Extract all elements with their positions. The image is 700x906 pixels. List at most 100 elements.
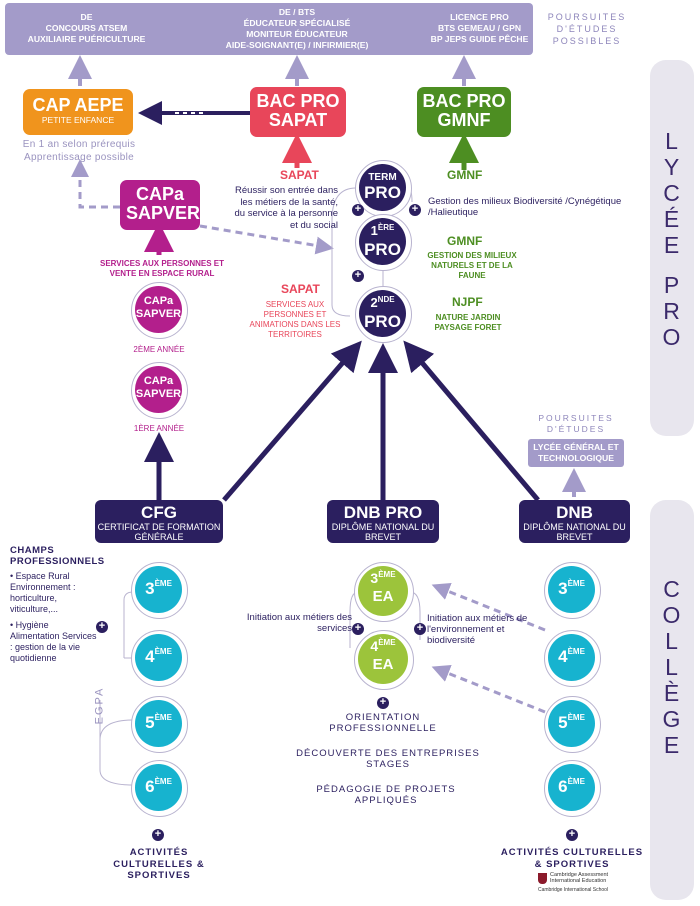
college-label: C O L L È G E (650, 576, 694, 758)
second-pro-num: 2 (370, 295, 378, 310)
arrow-cfg-to-pro (222, 340, 362, 502)
cap-aepe-title: CAP AEPE (32, 95, 124, 115)
dnb-3eme-circle: 3ÈME (548, 566, 595, 613)
pedagogie: PÉDAGOGIE DE PROJETS APPLIQUÉS (316, 784, 456, 806)
dnb-6eme-circle: 6ÈME (548, 764, 595, 811)
lycee-letter: E (663, 232, 681, 258)
top-center-line3: MONITEUR ÉDUCATEUR (246, 29, 348, 39)
cfg-5eme-label: 5ÈME (135, 713, 182, 733)
gmnf-desc-1: Gestion des milieux Biodiversité /Cynégé… (428, 196, 622, 218)
second-pro-sup: NDE (377, 295, 395, 304)
bac-sapat-title: BAC PRO SAPAT (256, 91, 340, 130)
cfg-title: CFG (141, 503, 177, 522)
plus-icon: + (414, 623, 426, 635)
grade-num: 4 (370, 638, 379, 654)
grade-sup: ÈME (154, 713, 172, 722)
cfg-4eme-label: 4ÈME (135, 647, 182, 667)
cfg-6eme-circle: 6ÈME (135, 764, 182, 811)
sapat-desc-1: Réussir son entrée dans les métiers de l… (234, 185, 338, 231)
year1-label: 1ÈRE ANNÉE (133, 424, 185, 433)
cfg-3eme-label: 3ÈME (135, 579, 182, 599)
lycee-letter: P (663, 272, 681, 298)
dnb-title: DNB (556, 503, 593, 522)
college-letter: È (663, 680, 681, 706)
champs-item2: • Hygiène Alimentation Services : gestio… (10, 620, 97, 663)
ea3-top: 3ÈME (358, 570, 408, 586)
second-pro-top: 2NDE (359, 295, 406, 310)
init-services: Initiation aux métiers des services (246, 612, 352, 634)
cambridge-line1: Cambridge Assessment (550, 872, 609, 878)
top-center-line1: DE / BTS (278, 7, 316, 17)
sapat-desc-2: SERVICES AUX PERSONNES ET ANIMATIONS DAN… (249, 300, 341, 339)
capa-y2-circle: CAPa SAPVER (135, 286, 182, 333)
grade-num: 3 (370, 570, 379, 586)
lycee-letter: Y (663, 154, 681, 180)
top-right-line3: BP JEPS GUIDE PÊCHE (430, 34, 529, 44)
cfg-6eme-label: 6ÈME (135, 777, 182, 797)
cfg-subtitle: CERTIFICAT DE FORMATION GÉNÉRALE (97, 522, 221, 542)
year2-label: 2ÈME ANNÉE (133, 345, 185, 354)
dnb-head: DNB DIPLÔME NATIONAL DU BREVET (519, 500, 630, 543)
ea3-circle: 3ÈME EA (358, 566, 408, 616)
college-letter: L (665, 628, 679, 654)
cfg-4eme-circle: 4ÈME (135, 634, 182, 681)
lycee-label: L Y C É E P R O (650, 128, 694, 350)
cap-aepe-badge: CAP AEPE PETITE ENFANCE (23, 89, 133, 135)
college-letter: L (665, 654, 679, 680)
poursuites-right-label: POURSUITES D'ÉTUDES (538, 413, 614, 434)
dnb-3eme-label: 3ÈME (548, 579, 595, 599)
cap-note: En 1 an selon prérequis Apprentissage po… (22, 139, 136, 163)
grade-num: 4 (558, 647, 568, 666)
term-pro-main: PRO (364, 183, 401, 202)
lycee-band (650, 60, 694, 436)
top-box-center: DE / BTS ÉDUCATEUR SPÉCIALISÉ MONITEUR É… (168, 3, 426, 55)
init-env: Initiation aux métiers de l'environnemen… (427, 613, 528, 646)
cfg-head: CFG CERTIFICAT DE FORMATION GÉNÉRALE (95, 500, 223, 543)
capa-y1-circle: CAPa SAPVER (135, 366, 182, 413)
capa-y2-label: CAPa SAPVER (135, 295, 182, 320)
dashed-5eme-to-4emeEA (431, 664, 546, 714)
capa-sapver-title: CAPa SAPVER (126, 184, 201, 223)
capa-y1-label: CAPa SAPVER (135, 375, 182, 400)
second-pro-main: PRO (364, 312, 401, 331)
plus-icon: + (352, 623, 364, 635)
cfg-3eme-circle: 3ÈME (135, 566, 182, 613)
njpf-label: NJPF (452, 295, 483, 309)
njpf-desc: NATURE JARDIN PAYSAGE FORET (434, 313, 502, 332)
ea4-top: 4ÈME (358, 638, 408, 654)
dashed-4eme-to-3emeEA (431, 582, 546, 632)
top-right-line2: BTS GEMEAU / GPN (437, 23, 522, 33)
dnb-4eme-label: 4ÈME (548, 647, 595, 667)
first-pro-sup: ÈRE (377, 223, 395, 232)
grade-num: 6 (558, 777, 568, 796)
bac-gmnf-title: BAC PRO GMNF (422, 91, 506, 130)
lycee-letter: O (662, 324, 682, 350)
grade-num: 5 (145, 713, 155, 732)
grade-num: 5 (558, 713, 568, 732)
lycee-letter: R (663, 298, 681, 324)
top-left-line1: DE (80, 12, 93, 22)
grade-sup: ÈME (567, 777, 585, 786)
grade-sup: ÈME (567, 713, 585, 722)
dnb-5eme-label: 5ÈME (548, 713, 595, 733)
lycee-letter: L (665, 128, 679, 154)
top-center-line4: AIDE-SOIGNANT(E) / INFIRMIER(E) (225, 40, 369, 50)
cambridge-line3: Cambridge International School (538, 887, 609, 893)
plus-icon: + (409, 204, 421, 216)
dnb-pro-head: DNB PRO DIPLÔME NATIONAL DU BREVET (327, 500, 439, 543)
gmnf-label-2: GMNF (447, 234, 483, 248)
plus-icon: + (152, 829, 164, 841)
plus-icon: + (352, 270, 364, 282)
gmnf-desc-2: GESTION DES MILIEUX NATURELS ET DE LA FA… (427, 251, 517, 280)
dashed-capa-to-pro (199, 224, 334, 255)
bac-gmnf-badge: BAC PRO GMNF (417, 87, 511, 137)
lycee-letter: É (663, 206, 681, 232)
top-left-line3: AUXILIAIRE PUÉRICULTURE (27, 34, 146, 44)
dnb-5eme-circle: 5ÈME (548, 700, 595, 747)
plus-icon: + (96, 621, 108, 633)
grade-sup: ÈME (378, 638, 396, 647)
grade-num: 3 (145, 579, 155, 598)
poursuites-top-label: POURSUITES D'ÉTUDES POSSIBLES (547, 12, 627, 46)
cambridge-shield-icon (538, 873, 547, 884)
